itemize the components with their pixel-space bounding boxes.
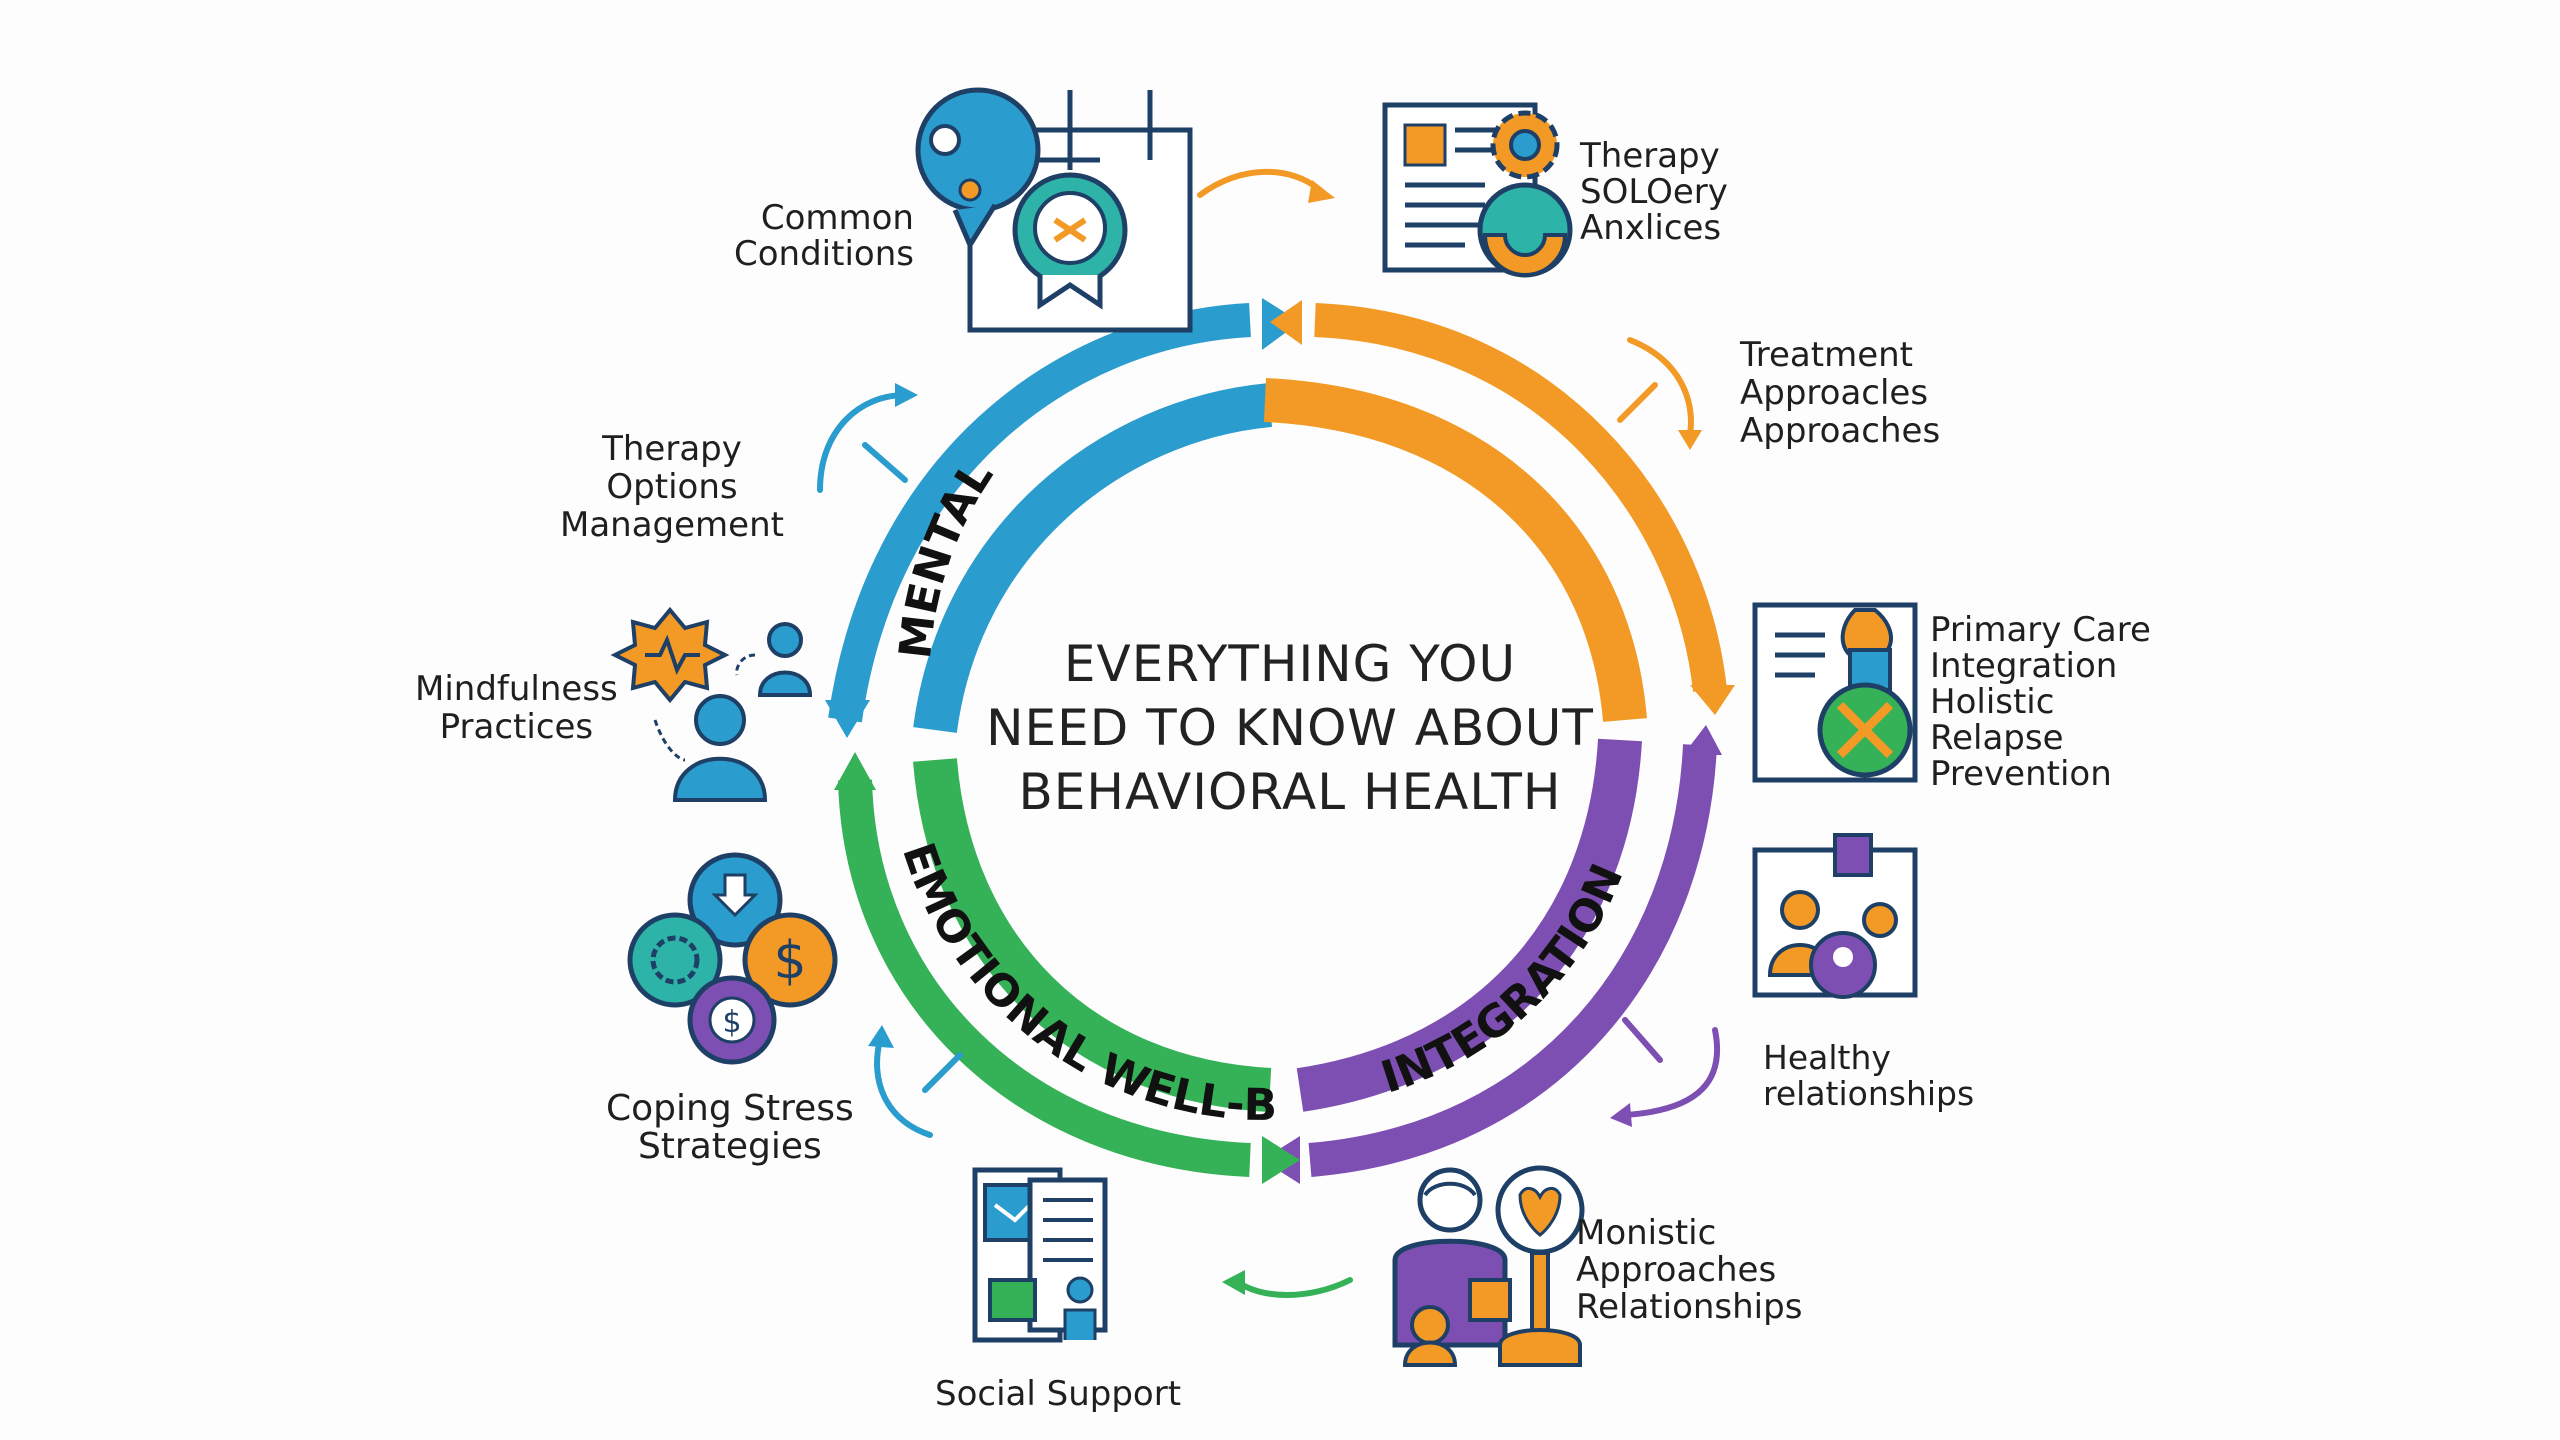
mindfulness-people-icon [610,606,813,802]
social-support-documents-icon [972,1167,1108,1343]
label-line: Anxlices [1580,208,1722,248]
label-line: Mindfulness [415,669,618,709]
label-line: Relationships [1576,1287,1803,1327]
label-line: relationships [1763,1074,1975,1113]
label-line: Treatment [1740,335,1914,375]
label-line: Social Support [935,1374,1182,1414]
label-line: Monistic [1576,1213,1717,1253]
green-arc-segment [834,752,1300,1184]
connector-arrow-coping [868,1025,963,1138]
label-healthy-relationships: Healthy relationships [1763,1040,1974,1112]
coping-coins-gear-icon: $ $ [627,852,838,1065]
label-primary-care: Primary Care Integration Holistic Relaps… [1930,612,2151,792]
svg-text:$: $ [722,1005,741,1040]
label-line: Healthy [1763,1038,1891,1077]
label-treatment: Treatment Approacles Approaches [1740,336,1940,450]
monistic-person-magnifier-icon [1392,1165,1585,1367]
label-line: Holistic [1930,682,2055,722]
label-line: Primary Care [1930,610,2151,650]
label-line: Options [606,467,738,507]
therapy-document-gear-icon [1382,102,1573,278]
label-line: Strategies [637,1126,822,1167]
title-line: BEHAVIORAL HEALTH [1018,763,1562,821]
label-line: Approacles [1740,373,1929,413]
connector-arrow-top [1197,168,1335,203]
title-line: NEED TO KNOW ABOUT [986,699,1594,757]
label-line: Common [760,198,914,238]
center-title: EVERYTHING YOU NEED TO KNOW ABOUT BEHAVI… [940,632,1640,824]
label-line: Conditions [734,234,914,274]
label-therapy-top: Therapy SOLOery Anxlices [1580,138,1728,246]
primary-care-document-icon [1752,602,1918,783]
label-monistic: Monistic Approaches Relationships [1576,1215,1802,1326]
label-line: Coping Stress [606,1088,854,1129]
label-line: Practices [439,707,594,747]
connector-arrow-therapy-options [817,383,918,493]
label-line: Approaches [1740,411,1941,451]
label-mindfulness: Mindfulness Practices [415,670,618,746]
title-line: EVERYTHING YOU [1063,635,1517,693]
label-therapy-options: Therapy Options Management [560,430,784,544]
label-line: SOLOery [1580,172,1728,212]
label-common-conditions: Common Conditions [734,200,914,272]
connector-arrow-bottom [1222,1270,1353,1298]
svg-text:$: $ [773,931,806,991]
healthy-relationships-people-icon [1752,833,1918,999]
orange-arc-segment [1263,300,1735,722]
label-line: Therapy [602,429,742,469]
label-line: Prevention [1930,754,2112,794]
label-line: Management [560,505,784,545]
label-line: Relapse [1930,718,2064,758]
connector-arrow-treatment [1617,337,1702,450]
label-social-support: Social Support [935,1376,1181,1412]
label-coping: Coping Stress Strategies [606,1090,854,1166]
connector-arrow-healthy [1610,1017,1721,1127]
conditions-head-icon [915,87,1193,333]
label-line: Therapy [1580,136,1720,176]
label-line: Approaches [1576,1250,1777,1290]
label-line: Integration [1930,646,2118,686]
